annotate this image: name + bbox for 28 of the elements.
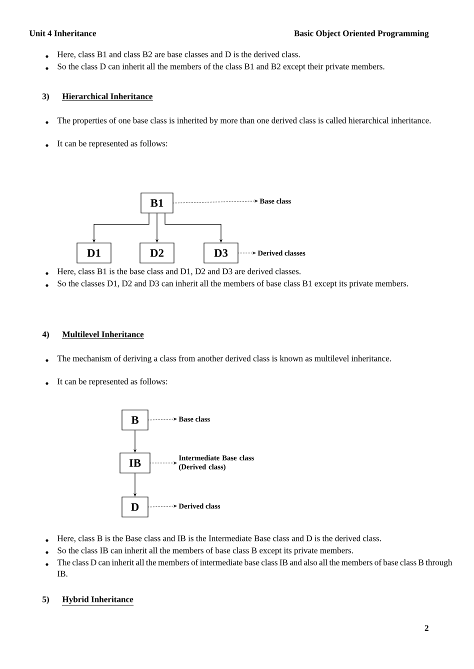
bullet-text: So the class D can inherit all the members of the class B1 and B2 except their private members. [58,63,384,72]
bullet-text: The mechanism of deriving a class from another derived class is known as multilevel inheritance. [57,355,391,364]
bullet-text: Here, class B1 is the base class and D1, D2 and D3 are derived classes. [57,268,301,276]
bullet-text: So the classes D1, D2 and D3 can inherit all the members of base class B1 except its private members. [58,280,408,288]
bullet-text: The class D can inherit all the members of intermediate base class IB and also all the members of base class B through IB. [57,559,452,577]
section-heading: Multilevel Inheritance [62,331,144,339]
bullet-text: It can be represented as follows: [58,378,168,386]
section-heading: Hybrid Inheritance [62,596,134,606]
bullet-text: It can be represented as follows: [58,140,168,148]
class-box: B [122,410,148,430]
section-number: 4) [42,331,49,339]
bullet-text: So the class IB can inherit all the members of base class B except its private members. [58,547,353,556]
section-heading: Hierarchical Inheritance [62,93,154,101]
class-box: D2 [140,242,174,264]
class-box: D [122,496,148,518]
arrow [173,200,258,204]
class-box: IB [120,452,150,474]
class-box: B1 [140,192,174,214]
section-number: 3) [42,93,49,101]
class-box: D3 [204,242,238,264]
bullet-text: Here, class B1 and class B2 are base classes and D is the derived class. [57,51,300,58]
bullet-text: The properties of one base class is inherited by more than one derived class is called hierarchical inheritance. [57,117,431,126]
class-box: D1 [76,242,112,264]
page-header: Unit 4 Inheritance [29,30,96,36]
bullet-text: Here, class B is the Base class and IB is the Intermediate Base class and D is the derived class. [57,535,381,542]
page-header: 2 [424,625,428,631]
page-header: Basic Object Oriented Programming [294,30,429,38]
section-number: 5) [42,596,49,604]
